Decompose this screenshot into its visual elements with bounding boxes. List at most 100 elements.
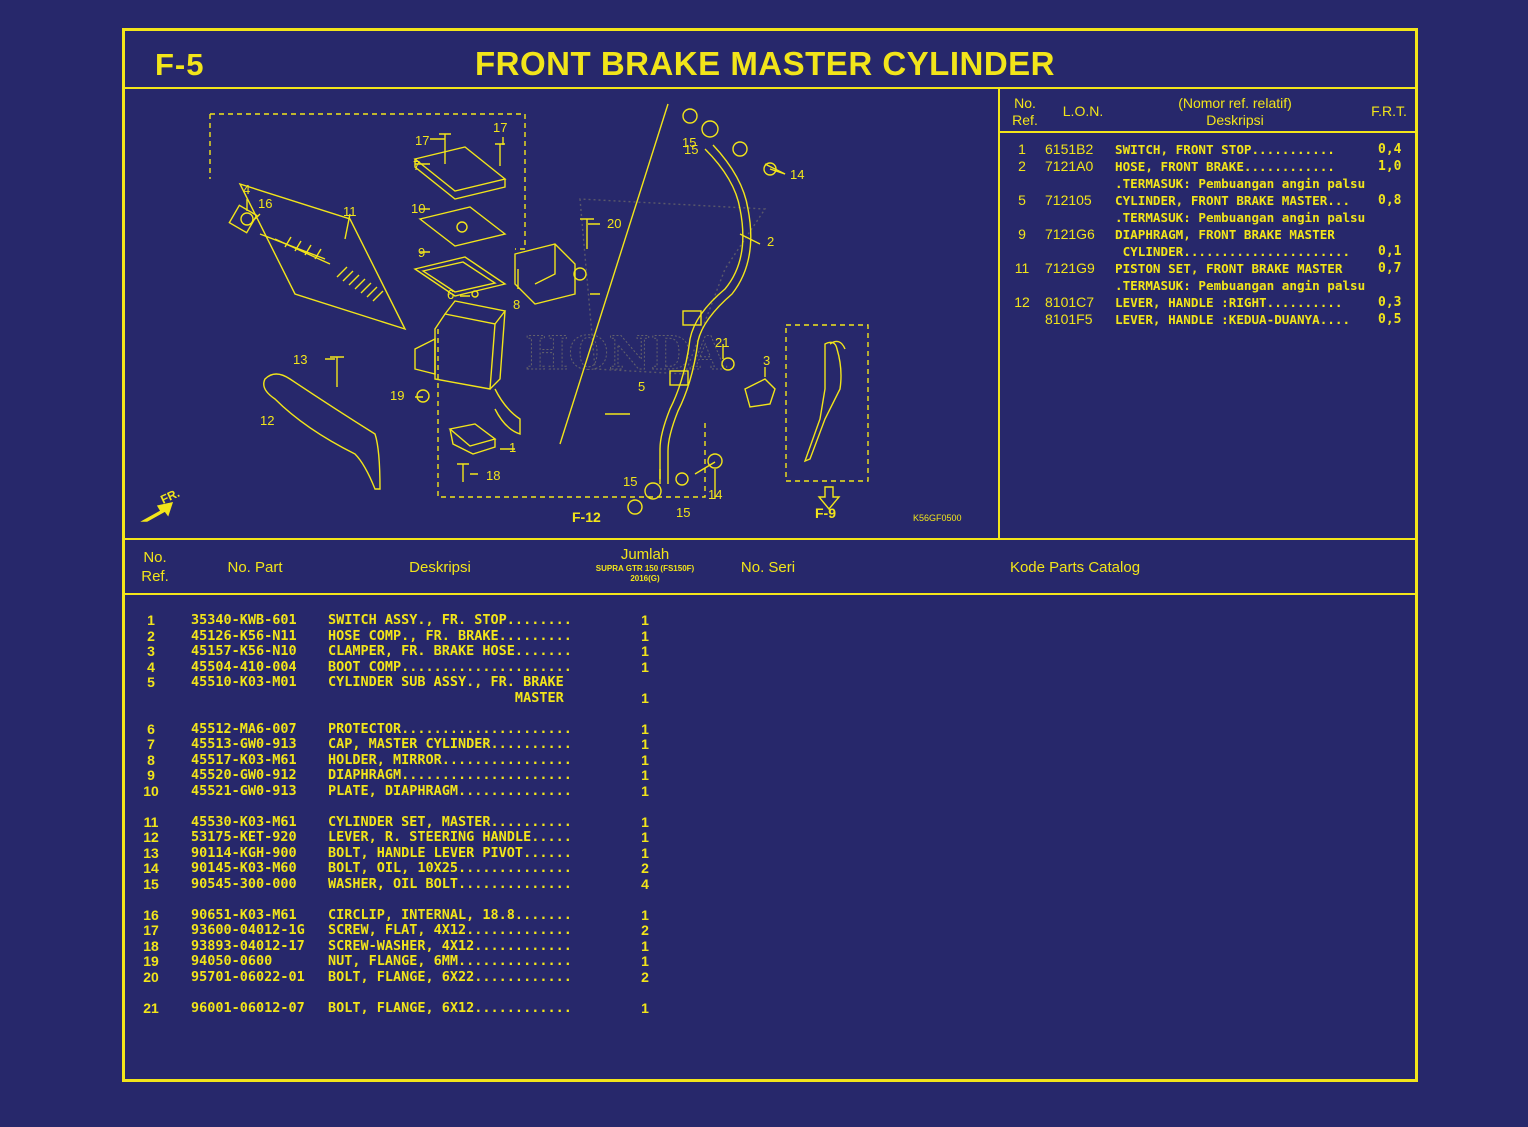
- frt-desc: PISTON SET, FRONT BRAKE MASTER: [1115, 261, 1343, 276]
- parts-qty: 1: [641, 736, 649, 752]
- parts-number: 45510-K03-M01: [191, 674, 297, 690]
- exploded-diagram: HONDA: [125, 89, 998, 539]
- catalog-frame: F-5 FRONT BRAKE MASTER CYLINDER HONDA: [122, 28, 1418, 1082]
- parts-number: 45521-GW0-913: [191, 782, 297, 799]
- callout-14: 14: [790, 167, 804, 182]
- parts-desc: CAP, MASTER CYLINDER..........: [328, 736, 572, 752]
- parts-no: 11: [143, 813, 159, 830]
- parts-header-noseri: No. Seri: [740, 559, 796, 576]
- frt-lon: 6151B2: [1045, 141, 1094, 157]
- callout-8: 8: [513, 297, 520, 312]
- parts-qty: 1: [641, 999, 649, 1016]
- frt-header-noref: No.Ref.: [1005, 95, 1045, 129]
- callout-17: 17: [493, 120, 507, 135]
- frt-lon: 8101F5: [1045, 311, 1093, 327]
- parts-no: 19: [143, 953, 159, 969]
- parts-header-model: SUPRA GTR 150 (FS150F): [595, 564, 695, 573]
- parts-desc: DIAPHRAGM.....................: [328, 767, 572, 783]
- parts-header-jumlah: Jumlah SUPRA GTR 150 (FS150F) 2016(G): [580, 545, 710, 584]
- parts-no: 10: [143, 782, 159, 799]
- parts-header-year: 2016(G): [630, 574, 660, 583]
- parts-header-no: No.: [143, 549, 167, 566]
- frt-value: 0,3: [1378, 295, 1402, 310]
- parts-header-jumlah-label: Jumlah: [620, 546, 670, 563]
- parts-desc: HOSE COMP., FR. BRAKE.........: [328, 627, 572, 644]
- parts-no: 8: [147, 751, 155, 768]
- frt-header-divider: [998, 131, 1415, 133]
- parts-no: 1: [147, 612, 155, 628]
- callout-13: 13: [293, 352, 307, 367]
- section-divider: [125, 538, 1415, 540]
- callout-4: 4: [243, 182, 250, 197]
- parts-desc: NUT, FLANGE, 6MM..............: [328, 953, 572, 969]
- frt-header-ref: Ref.: [1012, 112, 1038, 128]
- callout-6: 6: [447, 287, 454, 302]
- parts-qty: 1: [641, 627, 649, 644]
- parts-qty: 2: [641, 968, 649, 985]
- parts-qty: 2: [641, 860, 649, 876]
- frt-no: 2: [1018, 158, 1026, 174]
- frt-lon: 8101C7: [1045, 294, 1095, 310]
- parts-desc: PLATE, DIAPHRAGM..............: [328, 782, 572, 799]
- frt-value: 0,5: [1378, 312, 1402, 327]
- parts-qty: 1: [641, 782, 649, 799]
- parts-qty: 4: [641, 875, 649, 892]
- parts-number: 90145-K03-M60: [191, 860, 297, 876]
- parts-number: 90114-KGH-900: [191, 844, 297, 861]
- parts-qty: 1: [641, 844, 649, 861]
- frt-no: 1: [1018, 141, 1026, 157]
- frt-lon: 712105: [1045, 192, 1092, 208]
- parts-qty: 1: [641, 612, 649, 628]
- parts-qty: 1: [641, 767, 649, 783]
- callout-1: 1: [509, 440, 516, 455]
- callout-5: 5: [638, 379, 645, 394]
- frt-desc: HOSE, FRONT BRAKE............: [1115, 159, 1335, 174]
- callout-12: 12: [260, 413, 274, 428]
- page-title: FRONT BRAKE MASTER CYLINDER: [475, 45, 1055, 82]
- parts-number: 45157-K56-N10: [191, 643, 297, 659]
- parts-no: 2: [147, 627, 155, 644]
- parts-header-noref: No. Ref.: [135, 548, 175, 586]
- callout-2: 2: [767, 234, 774, 249]
- parts-desc: LEVER, R. STEERING HANDLE.....: [328, 829, 572, 845]
- parts-qty: 1: [641, 720, 649, 737]
- parts-qty: 1: [641, 937, 649, 954]
- frt-value: 0,4: [1378, 142, 1402, 157]
- parts-no: 20: [143, 968, 159, 985]
- parts-qty: 1: [641, 953, 649, 969]
- frt-desc: .TERMASUK: Pembuangan angin palsu: [1115, 176, 1366, 191]
- frt-header-desc-top: (Nomor ref. relatif): [1178, 95, 1292, 111]
- parts-no: 13: [143, 844, 159, 861]
- parts-qty: 1: [641, 658, 649, 675]
- frt-lon: 7121G6: [1045, 226, 1095, 242]
- frt-header-no: No.: [1014, 95, 1036, 111]
- parts-number: 53175-KET-920: [191, 829, 297, 845]
- fr-arrow-label: FR.: [158, 486, 181, 507]
- callout-19: 19: [390, 388, 404, 403]
- frt-desc: .TERMASUK: Pembuangan angin palsu: [1115, 278, 1366, 293]
- parts-no: 9: [147, 767, 155, 783]
- callout-21: 21: [715, 335, 729, 350]
- callout-9: 9: [418, 245, 425, 260]
- parts-number: 45504-410-004: [191, 658, 297, 675]
- parts-number: 45517-K03-M61: [191, 751, 297, 768]
- parts-no: 6: [147, 720, 155, 737]
- parts-no: 12: [143, 829, 159, 845]
- parts-header-nopart: No. Part: [227, 559, 283, 576]
- parts-header-kode: Kode Parts Catalog: [1009, 559, 1141, 576]
- parts-number: 93893-04012-17: [191, 937, 305, 954]
- frt-desc: DIAPHRAGM, FRONT BRAKE MASTER: [1115, 227, 1335, 242]
- frt-desc: CYLINDER......................: [1115, 244, 1351, 259]
- callout-3: 3: [763, 353, 770, 368]
- frt-value: 0,8: [1378, 193, 1402, 208]
- parts-header-ref: Ref.: [141, 568, 169, 585]
- callout-10: 10: [411, 201, 425, 216]
- callout-15: 15: [676, 505, 690, 520]
- parts-desc: BOLT, OIL, 10X25..............: [328, 860, 572, 876]
- parts-desc: BOLT, FLANGE, 6X22............: [328, 968, 572, 985]
- callout-15: 15: [684, 142, 698, 157]
- frt-header-frt: F.R.T.: [1371, 103, 1407, 119]
- parts-no: 16: [143, 906, 159, 923]
- parts-desc: CIRCLIP, INTERNAL, 18.8.......: [328, 906, 572, 923]
- parts-desc: CYLINDER SET, MASTER..........: [328, 813, 572, 830]
